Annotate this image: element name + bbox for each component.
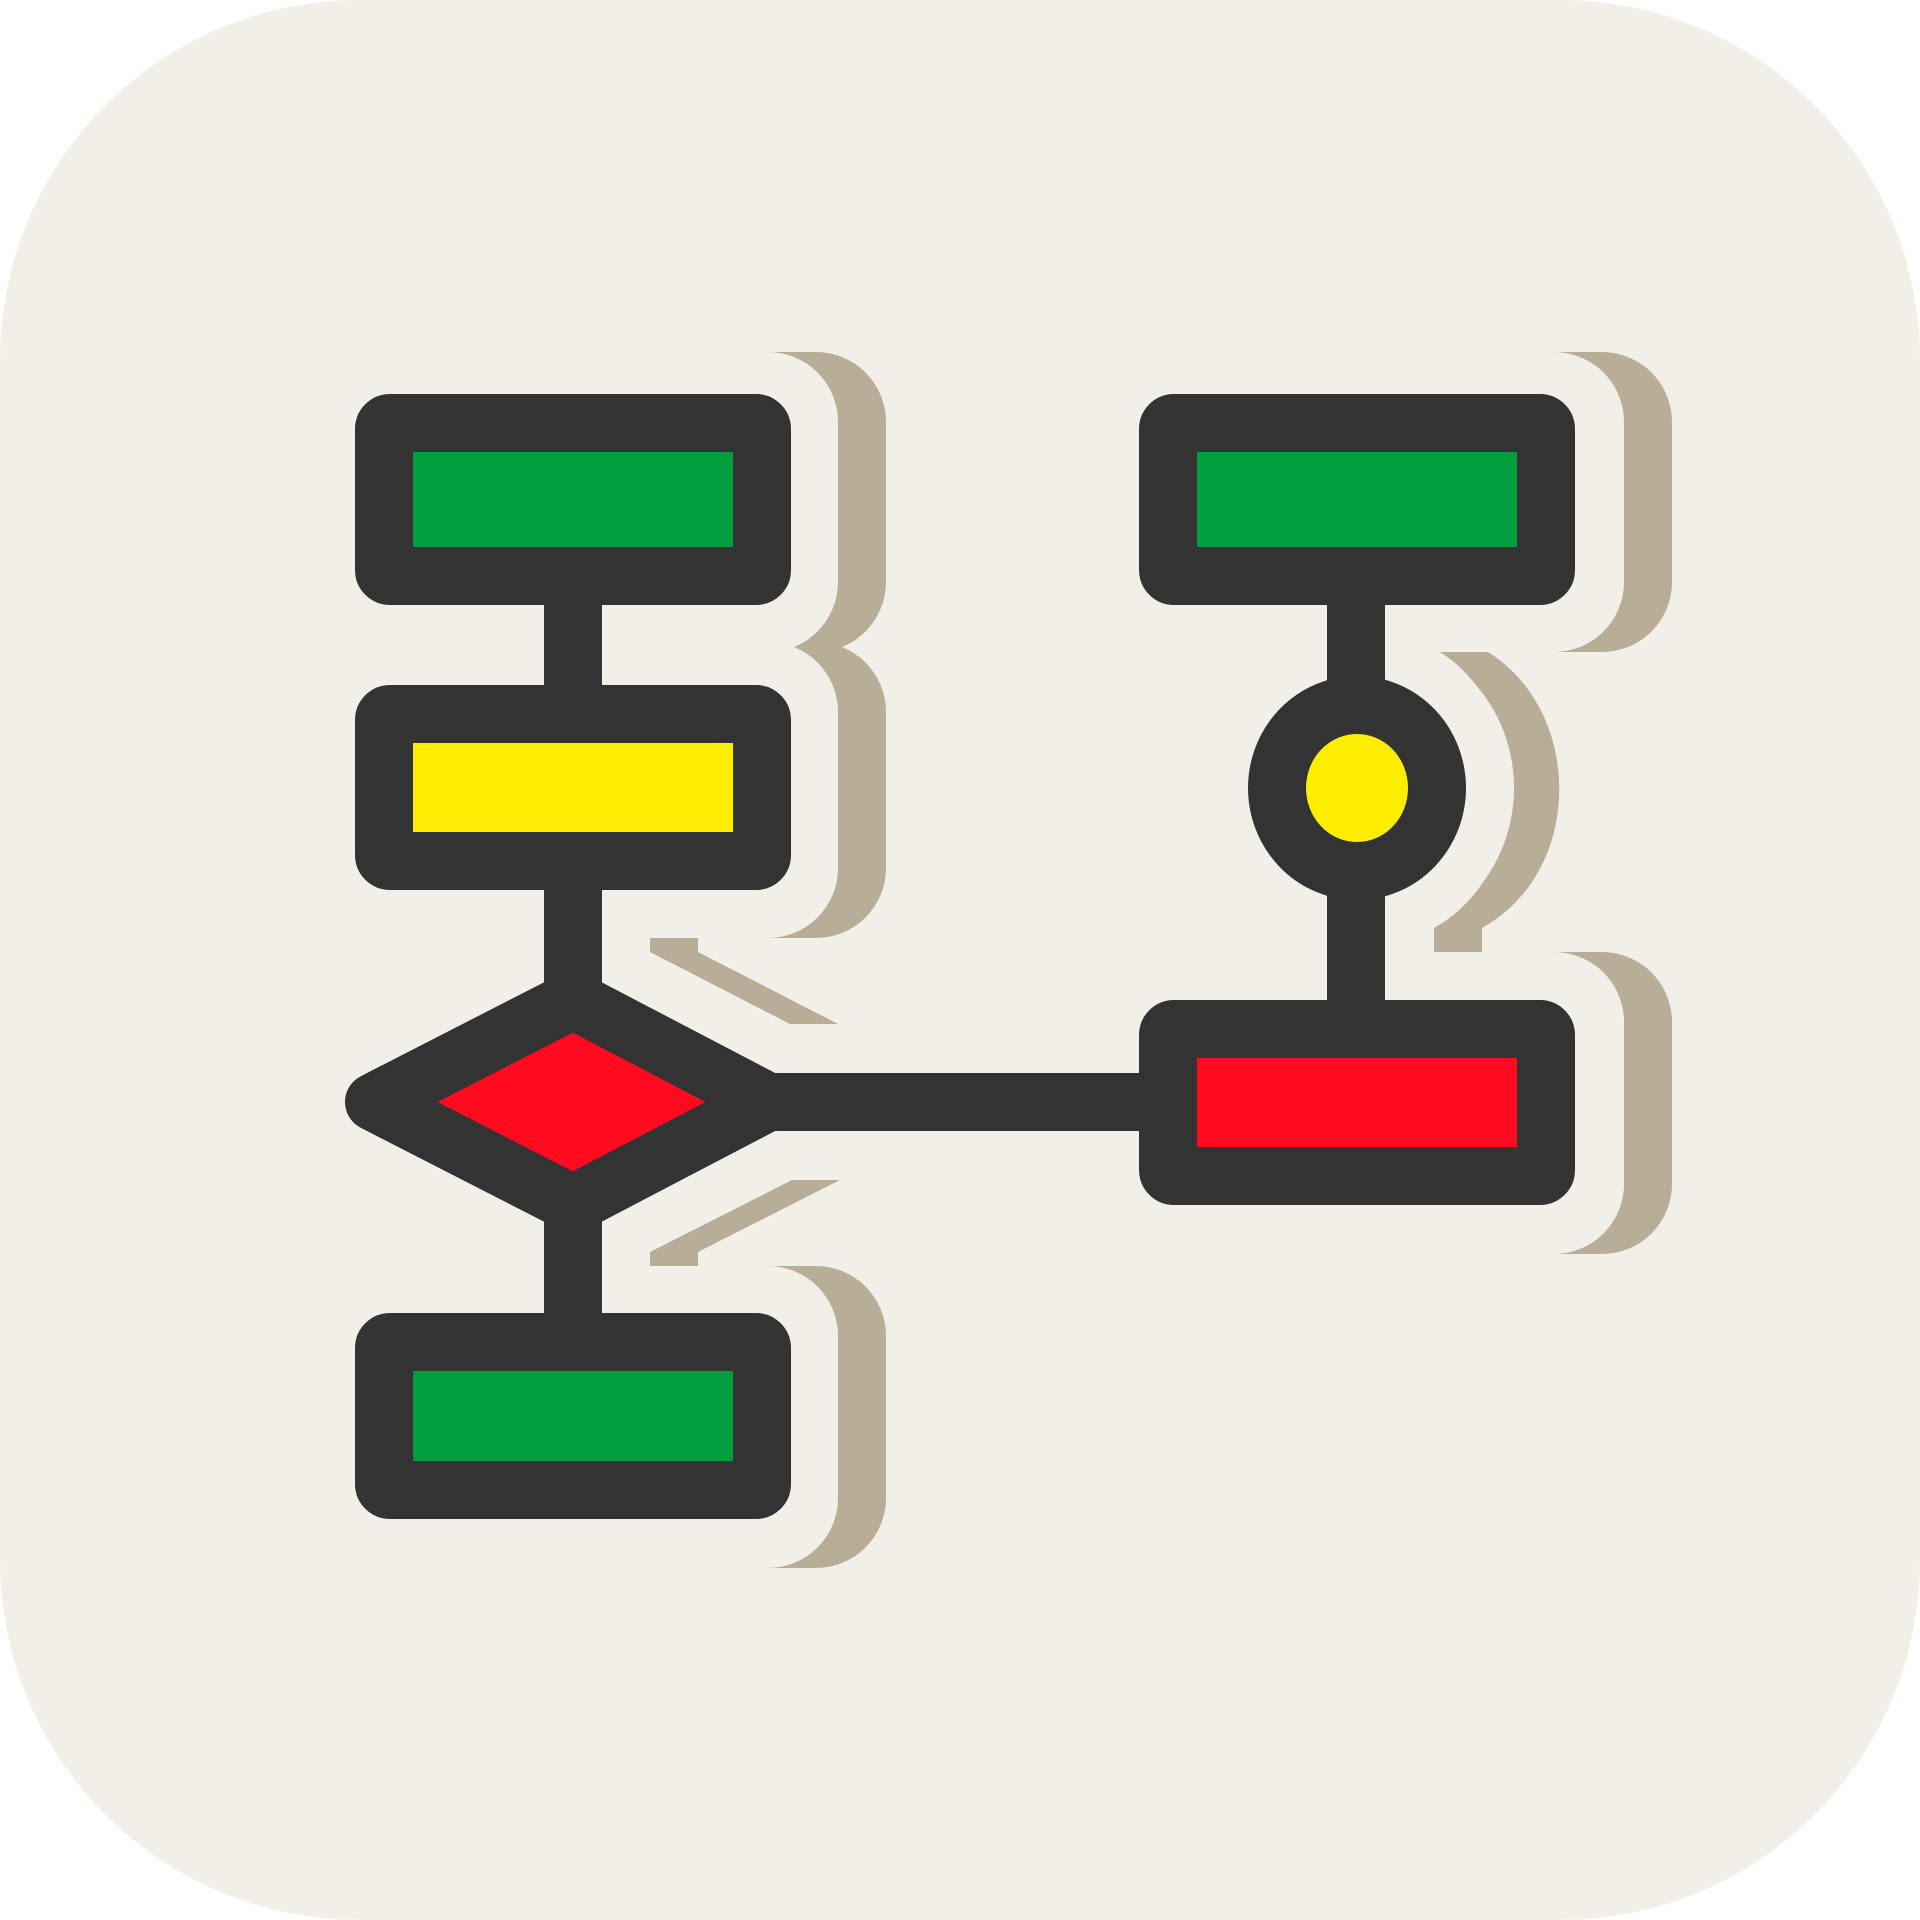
shadow-circle-arc	[1434, 652, 1560, 952]
process-box-middle-left	[355, 685, 791, 890]
process-box-top-left	[355, 394, 791, 605]
circle-node	[1248, 676, 1466, 900]
process-box-top-right	[1139, 394, 1575, 605]
process-box-bottom-left	[355, 1313, 791, 1519]
shadow-connector-upper	[650, 938, 838, 1024]
decision-diamond	[345, 971, 797, 1233]
process-box-bottom-right	[1139, 1000, 1575, 1205]
shadow-connector-lower	[650, 1180, 840, 1266]
